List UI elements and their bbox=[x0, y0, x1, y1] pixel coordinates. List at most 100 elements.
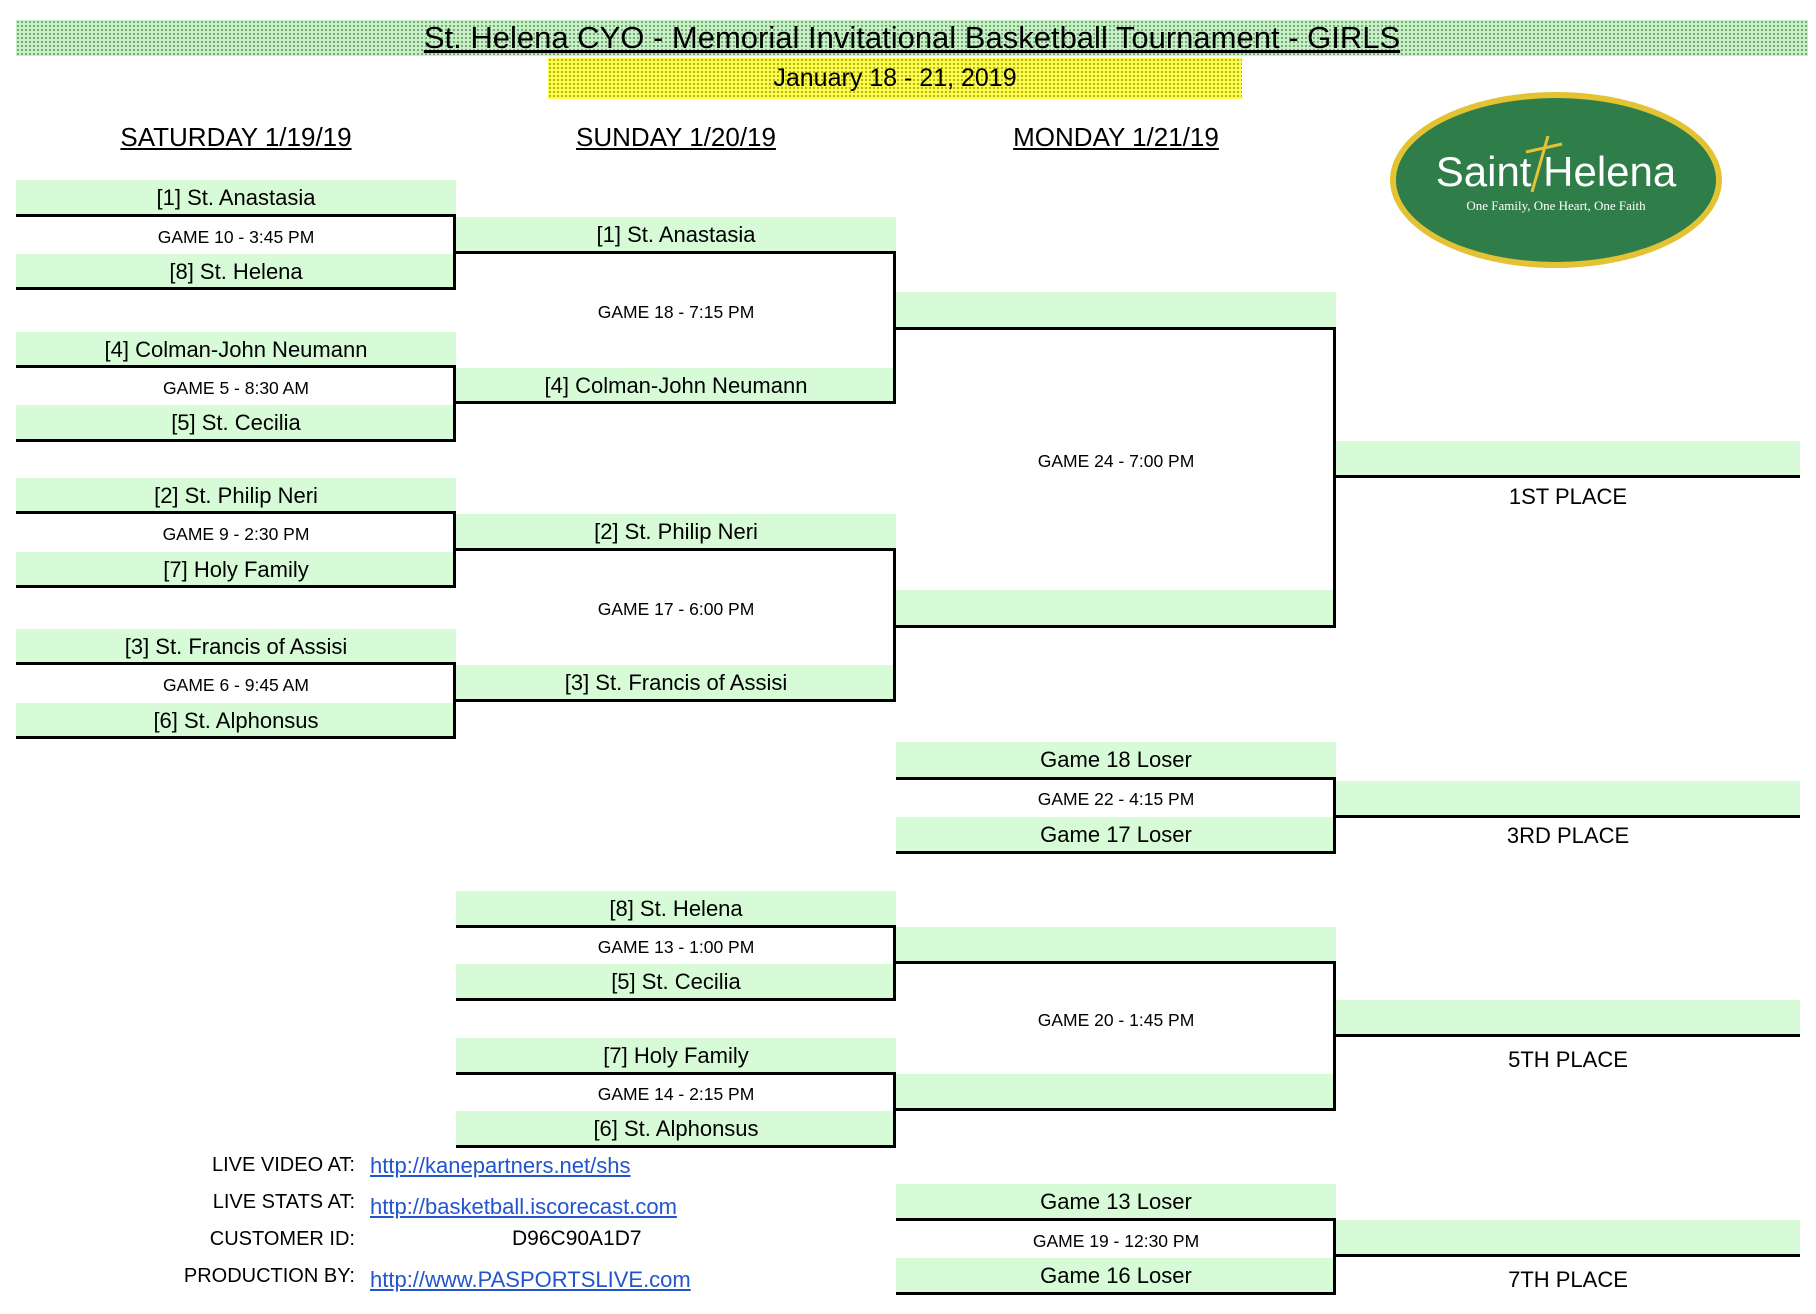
logo-tagline: One Family, One Heart, One Faith bbox=[1466, 198, 1646, 213]
r1-g1-game: GAME 10 - 3:45 PM bbox=[157, 226, 315, 247]
fifth-place-label: 5TH PLACE bbox=[1508, 1047, 1628, 1072]
third-place-label: 3RD PLACE bbox=[1506, 823, 1630, 848]
bracket-line bbox=[1336, 815, 1800, 818]
logo-name: Saint Helena bbox=[1436, 148, 1677, 195]
bracket-line bbox=[16, 439, 456, 442]
first-place-label: 1ST PLACE bbox=[1508, 484, 1628, 509]
bracket-line bbox=[456, 548, 896, 551]
bracket-line bbox=[456, 1072, 896, 1075]
seventh-top-team: Game 13 Loser bbox=[896, 1184, 1336, 1219]
bracket-line bbox=[893, 251, 896, 404]
production-link[interactable]: http://www.PASPORTSLIVE.com bbox=[370, 1267, 691, 1292]
bracket-line bbox=[456, 998, 896, 1001]
bracket-line bbox=[453, 662, 456, 739]
saint-helena-logo: Saint Helena One Family, One Heart, One … bbox=[1390, 92, 1722, 268]
bracket-line bbox=[453, 214, 456, 290]
fifth-place-slot bbox=[1336, 1000, 1800, 1035]
bracket-line bbox=[896, 1292, 1336, 1295]
day-header-saturday: SATURDAY 1/19/19 bbox=[120, 122, 352, 152]
bracket-line bbox=[16, 585, 456, 588]
bracket-line bbox=[1333, 1218, 1336, 1295]
semi-2-game: GAME 17 - 6:00 PM bbox=[597, 598, 755, 619]
cons-2-game: GAME 14 - 2:15 PM bbox=[597, 1083, 755, 1104]
bracket-line bbox=[1336, 1034, 1800, 1037]
bracket-line bbox=[453, 365, 456, 442]
bracket-line bbox=[16, 736, 456, 739]
r1-g4-bottom-team: [6] St. Alphonsus bbox=[16, 703, 456, 738]
date-range: January 18 - 21, 2019 bbox=[548, 58, 1242, 99]
bracket-line bbox=[893, 925, 896, 1001]
bracket-line bbox=[893, 1072, 896, 1148]
champion-slot bbox=[1336, 441, 1800, 476]
third-top-team: Game 18 Loser bbox=[896, 742, 1336, 777]
third-place-slot bbox=[1336, 781, 1800, 816]
final-top-slot bbox=[896, 292, 1336, 327]
semi-1-bottom-team: [4] Colman-John Neumann bbox=[456, 368, 896, 403]
seventh-game: GAME 19 - 12:30 PM bbox=[1032, 1230, 1200, 1251]
r1-g2-game: GAME 5 - 8:30 AM bbox=[163, 377, 309, 398]
bracket-line bbox=[896, 625, 1336, 628]
bracket-line bbox=[1333, 777, 1336, 854]
bracket-line bbox=[896, 961, 1336, 964]
r1-g1-bottom-team: [8] St. Helena bbox=[16, 254, 456, 289]
bracket-line bbox=[16, 287, 456, 290]
bracket-line bbox=[16, 365, 456, 368]
seventh-place-label: 7TH PLACE bbox=[1508, 1267, 1628, 1292]
semi-2-top-team: [2] St. Philip Neri bbox=[456, 514, 896, 549]
cons-1-top-team: [8] St. Helena bbox=[456, 891, 896, 926]
semi-1-game: GAME 18 - 7:15 PM bbox=[597, 301, 755, 322]
customer-id-label: CUSTOMER ID: bbox=[209, 1228, 355, 1250]
r1-g4-game: GAME 6 - 9:45 AM bbox=[163, 674, 309, 695]
bracket-line bbox=[1333, 961, 1336, 1111]
seventh-bottom-team: Game 16 Loser bbox=[896, 1258, 1336, 1293]
stats-link[interactable]: http://basketball.iscorecast.com bbox=[370, 1194, 677, 1219]
video-link[interactable]: http://kanepartners.net/shs bbox=[370, 1153, 631, 1178]
cons-2-bottom-team: [6] St. Alphonsus bbox=[456, 1111, 896, 1146]
production-label: PRODUCTION BY: bbox=[183, 1265, 355, 1287]
bracket-line bbox=[896, 777, 1336, 780]
third-bottom-team: Game 17 Loser bbox=[896, 817, 1336, 852]
cons-1-bottom-team: [5] St. Cecilia bbox=[456, 964, 896, 999]
seventh-place-slot bbox=[1336, 1220, 1800, 1255]
r1-g3-game: GAME 9 - 2:30 PM bbox=[162, 523, 310, 544]
fifth-top-slot bbox=[896, 927, 1336, 962]
page-title: St. Helena CYO - Memorial Invitational B… bbox=[16, 20, 1808, 56]
bracket-line bbox=[16, 511, 456, 514]
bracket-line bbox=[896, 1218, 1336, 1221]
r1-g2-bottom-team: [5] St. Cecilia bbox=[16, 405, 456, 440]
semi-2-bottom-team: [3] St. Francis of Assisi bbox=[456, 665, 896, 700]
cons-1-game: GAME 13 - 1:00 PM bbox=[597, 936, 755, 957]
cons-2-top-team: [7] Holy Family bbox=[456, 1038, 896, 1073]
r1-g1-top-team: [1] St. Anastasia bbox=[16, 180, 456, 215]
r1-g3-bottom-team: [7] Holy Family bbox=[16, 552, 456, 587]
r1-g4-top-team: [3] St. Francis of Assisi bbox=[16, 629, 456, 664]
video-label: LIVE VIDEO AT: bbox=[211, 1154, 355, 1176]
r1-g3-top-team: [2] St. Philip Neri bbox=[16, 478, 456, 513]
bracket-line bbox=[16, 214, 456, 217]
semi-1-top-team: [1] St. Anastasia bbox=[456, 217, 896, 252]
bracket-line bbox=[1336, 475, 1800, 478]
bracket-line bbox=[893, 548, 896, 702]
bracket-line bbox=[1336, 1254, 1800, 1257]
stats-label: LIVE STATS AT: bbox=[212, 1191, 355, 1213]
bracket-line bbox=[1333, 327, 1336, 628]
fifth-bottom-slot bbox=[896, 1074, 1336, 1109]
day-header-monday: MONDAY 1/21/19 bbox=[1013, 122, 1219, 152]
bracket-line bbox=[456, 699, 896, 702]
third-game: GAME 22 - 4:15 PM bbox=[1037, 788, 1195, 809]
fifth-game: GAME 20 - 1:45 PM bbox=[1037, 1009, 1195, 1030]
customer-id-value: D96C90A1D7 bbox=[512, 1227, 642, 1250]
final-game: GAME 24 - 7:00 PM bbox=[1037, 450, 1195, 471]
final-bottom-slot bbox=[896, 590, 1336, 625]
bracket-line bbox=[456, 401, 896, 404]
bracket-line bbox=[453, 511, 456, 588]
bracket-line bbox=[16, 662, 456, 665]
bracket-line bbox=[456, 925, 896, 928]
bracket-line bbox=[456, 251, 896, 254]
bracket-line bbox=[896, 327, 1336, 330]
day-header-sunday: SUNDAY 1/20/19 bbox=[576, 122, 776, 152]
bracket-line bbox=[896, 851, 1336, 854]
bracket-line bbox=[896, 1108, 1336, 1111]
bracket-line bbox=[456, 1145, 896, 1148]
